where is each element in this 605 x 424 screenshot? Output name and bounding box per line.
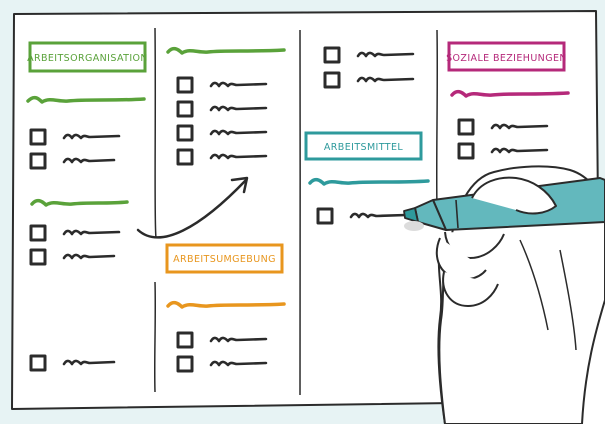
scribble-line-icon: [349, 212, 408, 219]
squiggle-green-3: [30, 198, 129, 207]
checkbox-icon: [29, 152, 47, 170]
scribble-line-icon: [356, 51, 415, 58]
checkbox-icon: [176, 331, 194, 349]
squiggle-orange: [166, 300, 286, 309]
hand-crease-2: [559, 249, 577, 351]
squiggle-teal: [308, 177, 430, 186]
marker-tip: [403, 207, 419, 223]
header-label-soziale-beziehungen: SOZIALE BEZIEHUNGEN: [446, 53, 567, 64]
divider-2: [298, 29, 302, 396]
scribble-line-icon: [62, 157, 116, 164]
scribble-line-icon: [209, 360, 268, 367]
hand-with-marker: [403, 165, 605, 424]
header-label-arbeitsorganisation: ARBEITSORGANISATION: [27, 53, 148, 64]
divider-3: [435, 29, 439, 211]
scribble-line-icon: [490, 123, 549, 130]
scribble-line-icon: [209, 336, 268, 343]
thumb: [471, 176, 557, 215]
scribble-line-icon: [209, 105, 268, 112]
hand-crease: [519, 239, 549, 331]
checkbox-icon: [29, 224, 47, 242]
header-arbeitsmittel: ARBEITSMITTEL: [304, 131, 423, 161]
scribble-line-icon: [209, 81, 268, 88]
header-box-magenta: [447, 41, 566, 72]
checkbox-icon: [29, 354, 47, 372]
hand-back: [438, 165, 605, 424]
scribble-line-icon: [62, 229, 121, 236]
header-box-orange: [165, 243, 284, 274]
checkbox-icon: [457, 142, 475, 160]
marker-shadow: [404, 221, 424, 231]
divider-1a: [154, 27, 157, 239]
header-box-green: [28, 41, 147, 73]
arrow-head: [230, 176, 249, 194]
header-box-teal: [304, 131, 423, 161]
checkbox-icon: [29, 248, 47, 266]
scribble-line-icon: [356, 76, 415, 83]
checklist-items: [29, 46, 549, 373]
checkbox-icon: [176, 100, 194, 118]
checkbox-icon: [176, 76, 194, 94]
finger-ring: [442, 271, 499, 307]
divider-1b: [153, 281, 157, 393]
hand-palm-fill: [581, 300, 605, 424]
scribble-line-icon: [62, 133, 121, 140]
header-label-arbeitsumgebung: ARBEITSUMGEBUNG: [173, 254, 276, 265]
header-soziale-beziehungen: SOZIALE BEZIEHUNGEN: [446, 41, 567, 72]
finger-index: [444, 231, 505, 259]
scribble-line-icon: [62, 359, 116, 366]
squiggle-green-1: [26, 95, 146, 104]
scribble-line-icon: [62, 253, 116, 260]
squiggle-green-2: [166, 46, 286, 55]
checkbox-icon: [29, 128, 47, 146]
checkbox-icon: [316, 207, 334, 225]
checkbox-icon: [457, 118, 475, 136]
scribble-line-icon: [490, 147, 549, 154]
header-label-arbeitsmittel: ARBEITSMITTEL: [324, 142, 403, 153]
checkbox-icon: [323, 46, 341, 64]
header-arbeitsumgebung: ARBEITSUMGEBUNG: [165, 243, 284, 274]
arrow-icon: [136, 178, 248, 239]
checkbox-icon: [176, 355, 194, 373]
scribble-line-icon: [209, 153, 268, 160]
scribble-line-icon: [209, 129, 268, 136]
checkbox-icon: [176, 148, 194, 166]
checkbox-icon: [176, 124, 194, 142]
header-arbeitsorganisation: ARBEITSORGANISATION: [27, 41, 148, 73]
marker-ring: [455, 199, 459, 229]
squiggle-magenta: [450, 89, 570, 98]
checkbox-icon: [323, 71, 341, 89]
